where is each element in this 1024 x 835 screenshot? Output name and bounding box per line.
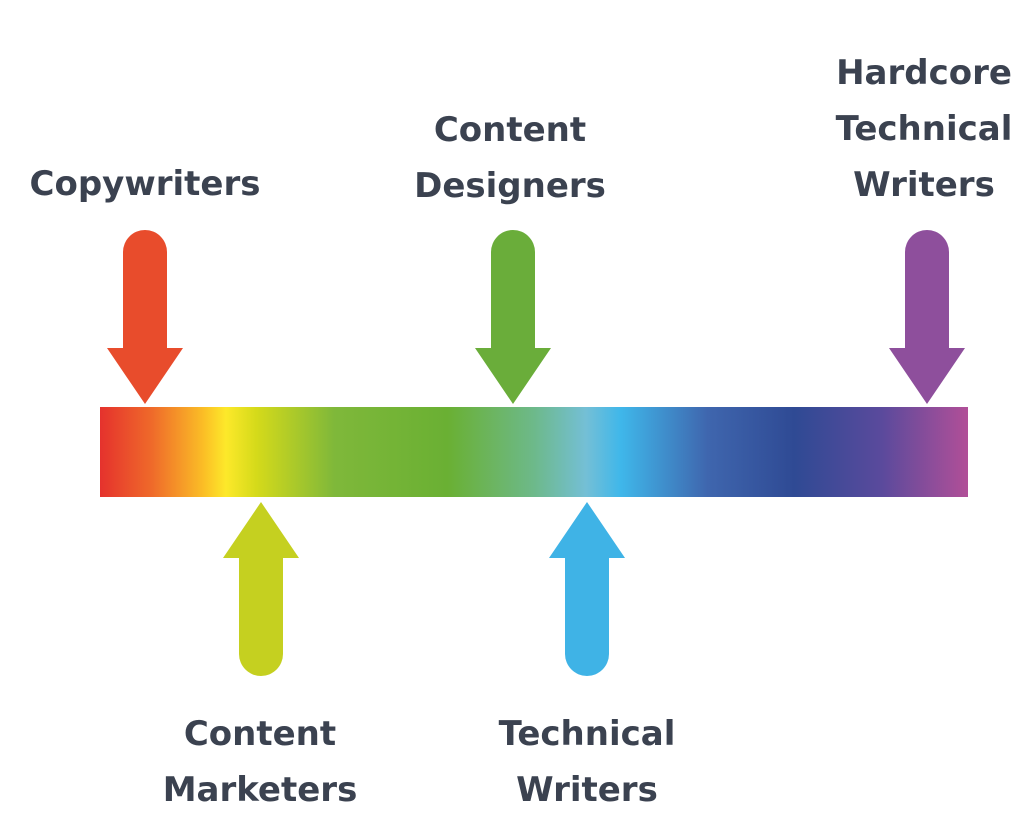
- arrow-down-copywriters-icon: [107, 230, 183, 404]
- spectrum-bar: [100, 407, 968, 497]
- arrow-up-technical-writers-icon: [549, 502, 625, 676]
- label-line: Content: [183, 714, 337, 754]
- label-technical-writers: Technical Writers: [499, 706, 676, 818]
- label-copywriters: Copywriters: [30, 156, 261, 212]
- label-hardcore-technical-writers: Hardcore Technical Writers: [836, 45, 1013, 213]
- label-line: Copywriters: [29, 164, 261, 204]
- label-line: Marketers: [162, 770, 358, 810]
- label-line: Writers: [853, 165, 995, 205]
- label-line: Technical: [835, 109, 1013, 149]
- arrow-down-content-designers-icon: [475, 230, 551, 404]
- arrow-up-content-marketers-icon: [223, 502, 299, 676]
- label-line: Content: [433, 110, 587, 150]
- label-content-designers: Content Designers: [414, 102, 606, 214]
- label-line: Designers: [414, 166, 606, 206]
- label-line: Writers: [516, 770, 658, 810]
- arrow-down-hardcore-technical-writers-icon: [889, 230, 965, 404]
- label-line: Technical: [498, 714, 676, 754]
- label-content-marketers: Content Marketers: [163, 706, 358, 818]
- label-line: Hardcore: [836, 53, 1012, 93]
